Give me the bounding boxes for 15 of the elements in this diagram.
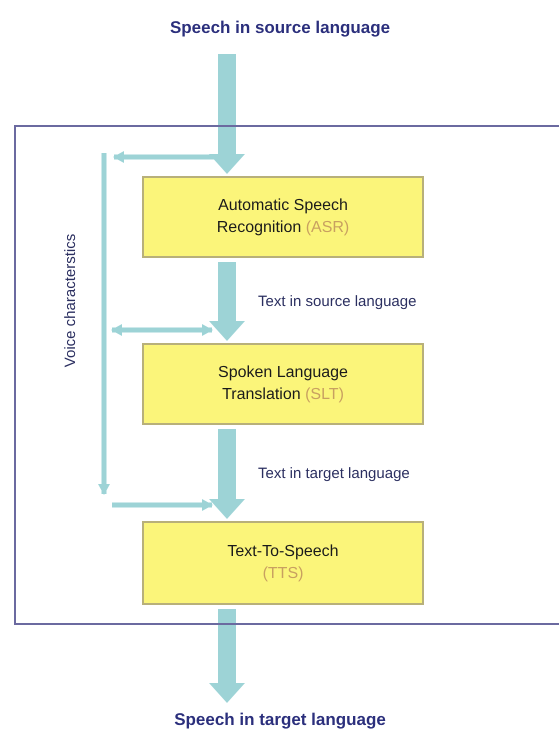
edge-label: Text in source language xyxy=(258,292,416,310)
voice-arrow xyxy=(112,499,213,511)
system-frame xyxy=(14,125,559,625)
flow-endpoint-label: Speech in target language xyxy=(130,710,430,736)
vertical-label: Voice characterstics xyxy=(62,233,79,367)
flow-arrow xyxy=(209,54,245,174)
edge-label: Text in target language xyxy=(258,465,410,482)
flow-arrow xyxy=(209,609,245,703)
flow-arrow xyxy=(209,429,245,519)
voice-arrow xyxy=(111,324,213,336)
process-box: Text-To-Speech (TTS) xyxy=(142,521,424,605)
process-box: Spoken Language Translation (SLT) xyxy=(142,343,424,425)
flow-endpoint-label: Speech in source language xyxy=(130,18,430,44)
process-box: Automatic Speech Recognition (ASR) xyxy=(142,176,424,258)
flow-arrow xyxy=(209,262,245,341)
